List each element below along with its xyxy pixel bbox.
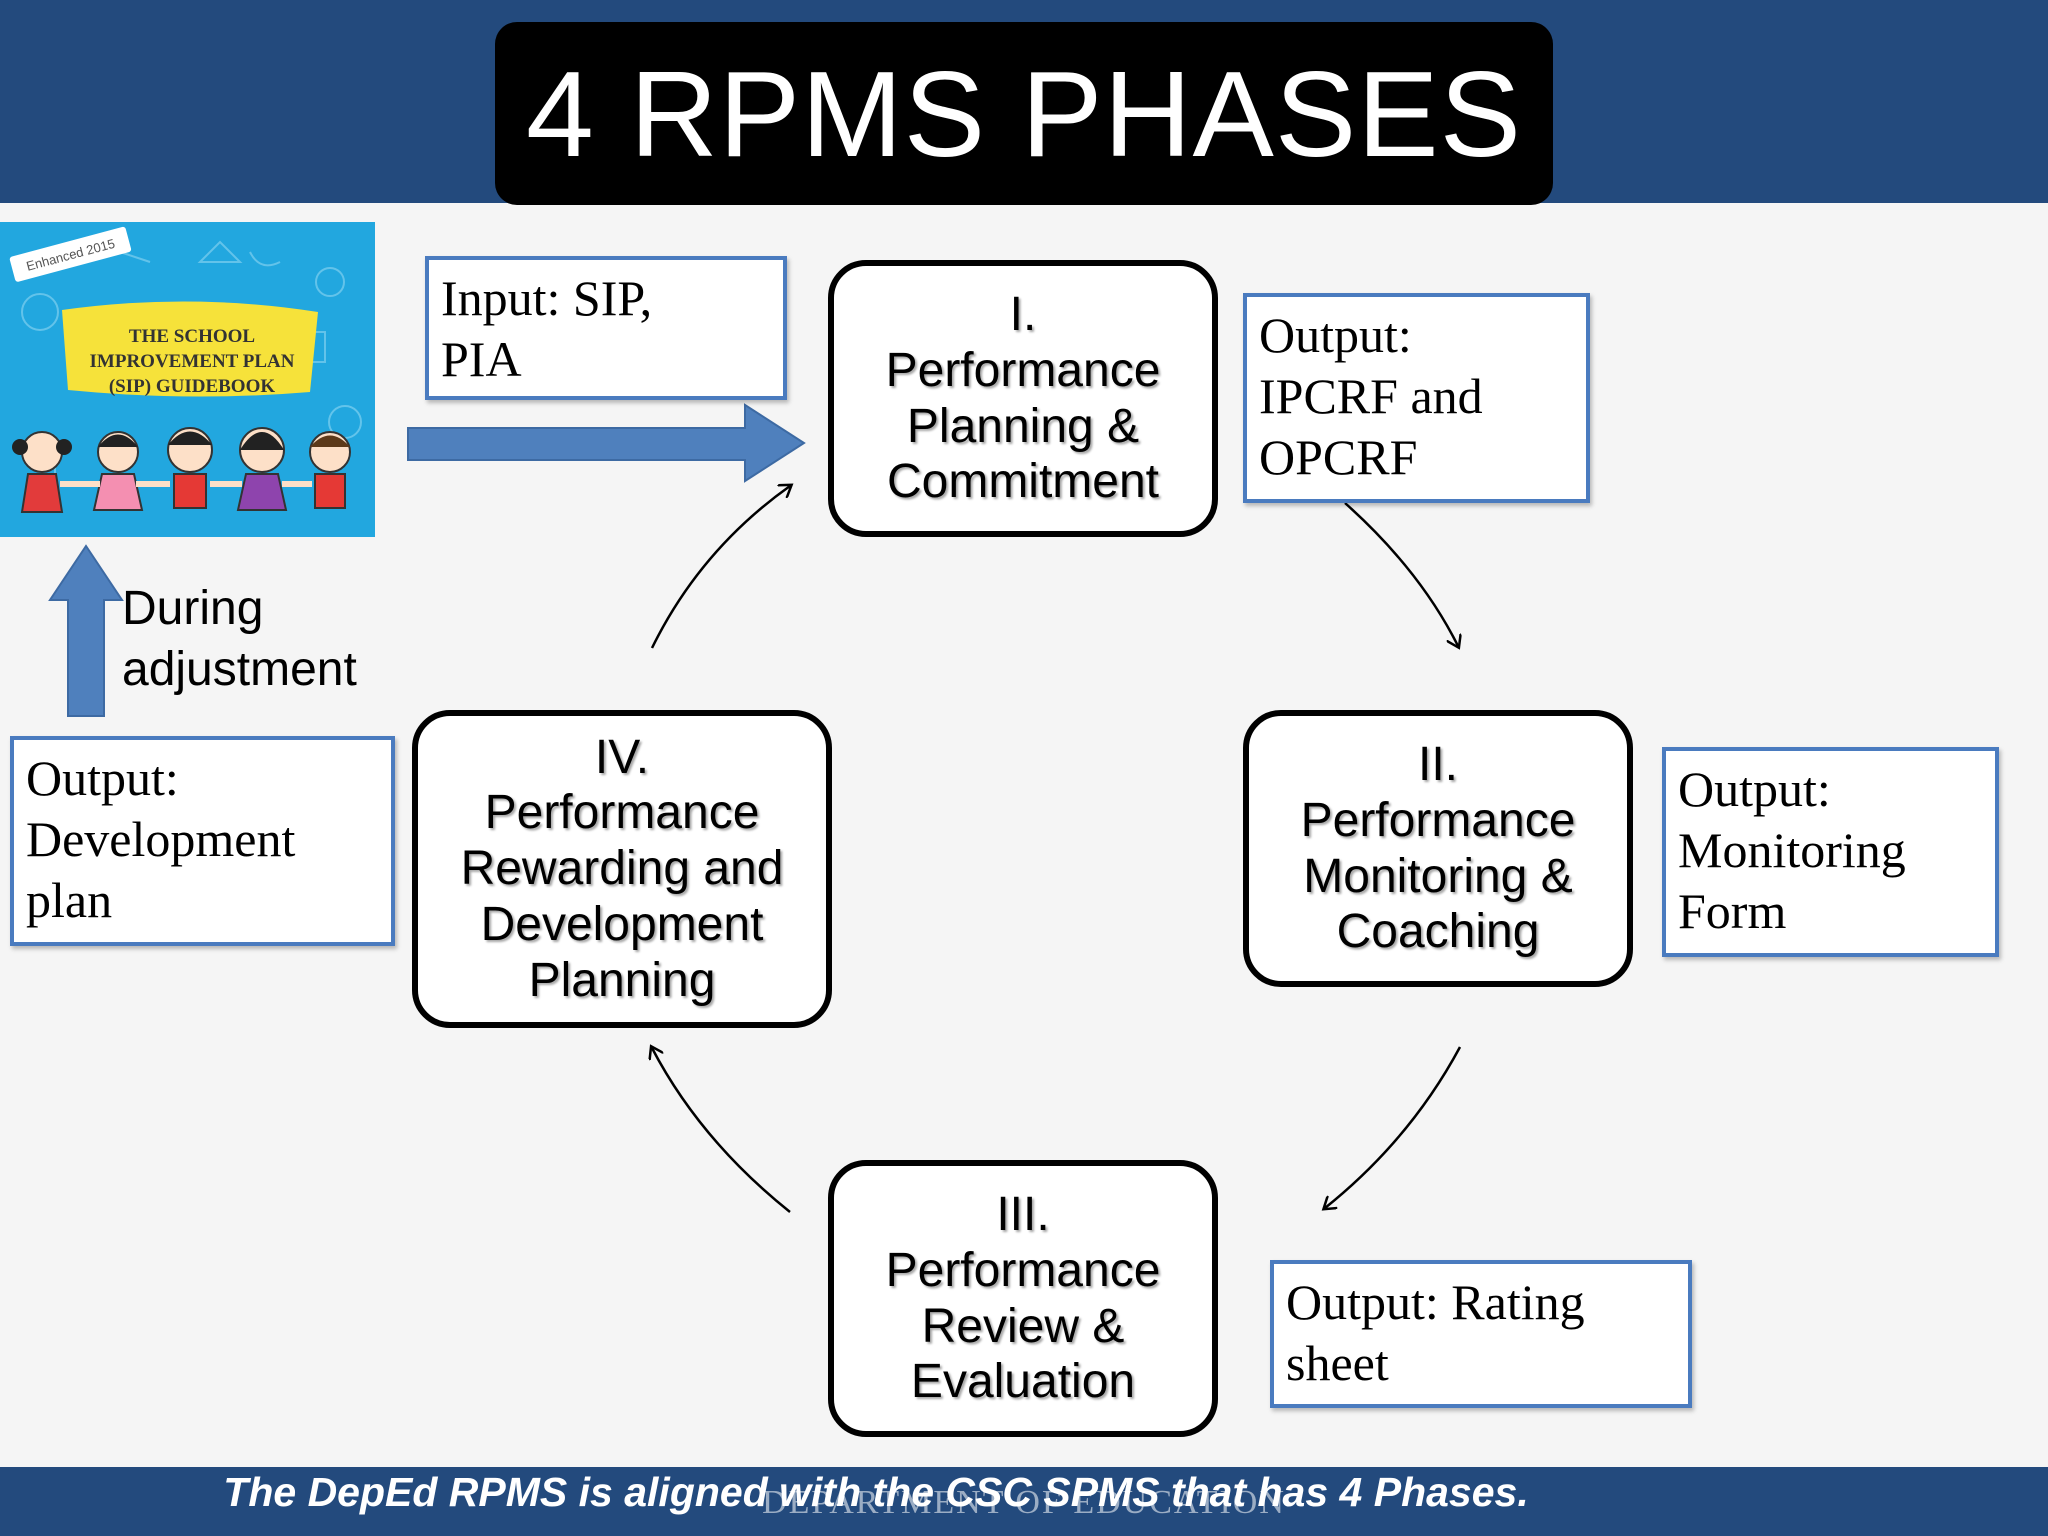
input-block-arrow [407,403,806,483]
phase-4-box: IV. Performance Rewarding and Developmen… [412,710,832,1028]
footer-band [0,1467,2048,1536]
sip-guidebook-cover-image: Enhanced 2015 THE SCHOOL IMPROVEMENT PLA… [0,222,375,537]
phase-3-box: III. Performance Review & Evaluation [828,1160,1218,1437]
output-note-ipcrf: Output: IPCRF and OPCRF [1243,293,1590,503]
guidebook-title-line1: THE SCHOOL [129,326,255,347]
cycle-arrow-ii-to-iii [1325,1046,1462,1208]
during-adjustment-label: During adjustment [122,582,357,697]
phase-1-label: I. Performance Planning & Commitment [885,288,1161,509]
cycle-arrow-iv-to-i [650,486,790,649]
cycle-arrow-iii-to-iv [652,1048,791,1213]
children-illustration [12,427,351,513]
adjustment-up-arrow [48,544,124,717]
phase-2-label: II. Performance Monitoring & Coaching [1300,738,1576,959]
guidebook-title-line2: IMPROVEMENT PLAN [90,351,295,372]
page-title: 4 RPMS PHASES [525,45,1523,182]
cycle-arrow-i-to-ii [1344,502,1458,646]
guidebook-illustration: Enhanced 2015 THE SCHOOL IMPROVEMENT PLA… [0,222,375,537]
phase-4-label: IV. Performance Rewarding and Developmen… [460,730,784,1007]
output-note-rating: Output: Rating sheet [1270,1260,1692,1408]
footer-tagline: The DepEd RPMS is aligned with the CSC S… [223,1468,1529,1515]
phase-1-box: I. Performance Planning & Commitment [828,260,1218,537]
output-note-development: Output: Development plan [10,736,395,946]
guidebook-title-line3: (SIP) GUIDEBOOK [109,376,275,397]
title-box: 4 RPMS PHASES [495,22,1553,205]
phase-2-box: II. Performance Monitoring & Coaching [1243,710,1633,987]
output-note-monitoring: Output: Monitoring Form [1662,747,1999,957]
footer-watermark: DEPARTMENT OF EDUCATION [762,1484,1286,1521]
phase-3-label: III. Performance Review & Evaluation [885,1188,1161,1409]
input-note: Input: SIP, PIA [425,256,787,400]
